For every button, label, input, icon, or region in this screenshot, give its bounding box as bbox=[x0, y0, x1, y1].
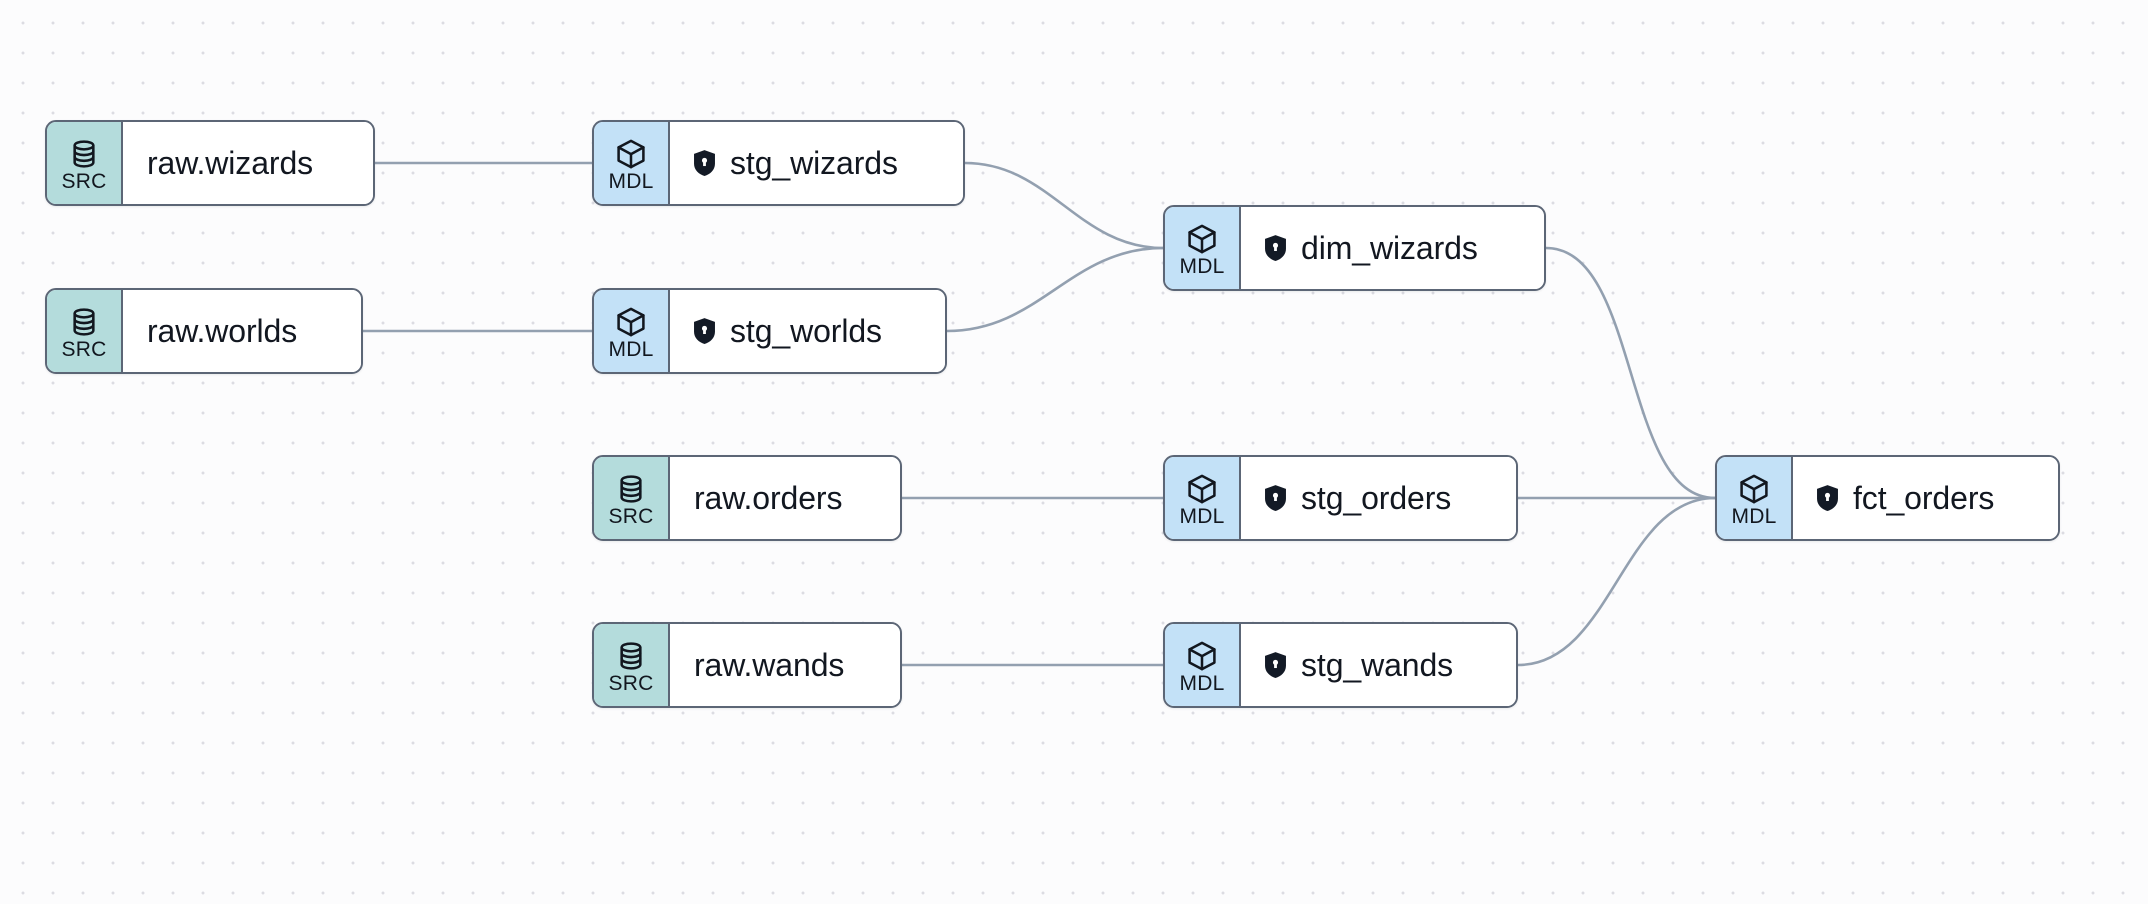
node-body: raw.wizards bbox=[123, 122, 373, 204]
shield-lock-icon bbox=[1263, 651, 1288, 679]
node-badge-src: SRC bbox=[47, 290, 123, 372]
database-icon bbox=[68, 138, 100, 170]
node-label: stg_wands bbox=[1301, 647, 1454, 683]
node-label: raw.orders bbox=[694, 480, 843, 516]
node-stg-wizards[interactable]: MDL stg_wizards bbox=[592, 120, 965, 206]
node-raw-orders[interactable]: SRC raw.orders bbox=[592, 455, 902, 541]
node-badge-mdl: MDL bbox=[594, 290, 670, 372]
shield-lock-icon bbox=[1263, 484, 1288, 512]
node-body: stg_worlds bbox=[670, 290, 945, 372]
node-label: stg_worlds bbox=[730, 313, 882, 349]
cube-icon bbox=[615, 306, 647, 338]
node-badge-mdl: MDL bbox=[1165, 207, 1241, 289]
shield-lock-icon bbox=[692, 317, 717, 345]
database-icon bbox=[615, 473, 647, 505]
node-badge-src: SRC bbox=[594, 457, 670, 539]
node-body: raw.worlds bbox=[123, 290, 361, 372]
node-stg-orders[interactable]: MDL stg_orders bbox=[1163, 455, 1518, 541]
edge-dim-wizards-to-fct-orders bbox=[1544, 246, 1717, 500]
node-kind-label: MDL bbox=[1731, 504, 1777, 528]
node-label: raw.wands bbox=[694, 647, 845, 683]
node-badge-mdl: MDL bbox=[594, 122, 670, 204]
node-kind-label: MDL bbox=[1179, 671, 1225, 695]
cube-icon bbox=[615, 138, 647, 170]
node-label: stg_orders bbox=[1301, 480, 1452, 516]
cube-icon bbox=[1186, 223, 1218, 255]
node-badge-mdl: MDL bbox=[1717, 457, 1793, 539]
node-kind-label: MDL bbox=[1179, 504, 1225, 528]
node-fct-orders[interactable]: MDL fct_orders bbox=[1715, 455, 2060, 541]
node-kind-label: SRC bbox=[608, 504, 654, 528]
edge-stg-wands-to-fct-orders bbox=[1516, 496, 1717, 667]
node-stg-worlds[interactable]: MDL stg_worlds bbox=[592, 288, 947, 374]
node-raw-wizards[interactable]: SRC raw.wizards bbox=[45, 120, 375, 206]
node-body: stg_orders bbox=[1241, 457, 1516, 539]
cube-icon bbox=[1186, 473, 1218, 505]
database-icon bbox=[68, 306, 100, 338]
node-body: raw.wands bbox=[670, 624, 900, 706]
edge-stg-wizards-to-dim-wizards bbox=[963, 161, 1165, 250]
node-body: stg_wands bbox=[1241, 624, 1516, 706]
node-kind-label: MDL bbox=[608, 169, 654, 193]
node-kind-label: SRC bbox=[61, 169, 107, 193]
shield-lock-icon bbox=[1263, 234, 1288, 262]
node-label: dim_wizards bbox=[1301, 230, 1478, 266]
node-kind-label: SRC bbox=[608, 671, 654, 695]
cube-icon bbox=[1186, 640, 1218, 672]
node-raw-worlds[interactable]: SRC raw.worlds bbox=[45, 288, 363, 374]
node-body: stg_wizards bbox=[670, 122, 963, 204]
node-label: fct_orders bbox=[1853, 480, 1995, 516]
node-body: fct_orders bbox=[1793, 457, 2058, 539]
node-badge-src: SRC bbox=[47, 122, 123, 204]
node-stg-wands[interactable]: MDL stg_wands bbox=[1163, 622, 1518, 708]
node-body: raw.orders bbox=[670, 457, 900, 539]
node-raw-wands[interactable]: SRC raw.wands bbox=[592, 622, 902, 708]
node-badge-src: SRC bbox=[594, 624, 670, 706]
node-label: raw.worlds bbox=[147, 313, 298, 349]
edge-stg-worlds-to-dim-wizards bbox=[945, 246, 1165, 333]
node-badge-mdl: MDL bbox=[1165, 457, 1241, 539]
shield-lock-icon bbox=[692, 149, 717, 177]
database-icon bbox=[615, 640, 647, 672]
node-kind-label: MDL bbox=[1179, 254, 1225, 278]
node-badge-mdl: MDL bbox=[1165, 624, 1241, 706]
node-label: raw.wizards bbox=[147, 145, 314, 181]
node-label: stg_wizards bbox=[730, 145, 898, 181]
node-dim-wizards[interactable]: MDL dim_wizards bbox=[1163, 205, 1546, 291]
cube-icon bbox=[1738, 473, 1770, 505]
node-kind-label: SRC bbox=[61, 337, 107, 361]
node-kind-label: MDL bbox=[608, 337, 654, 361]
node-body: dim_wizards bbox=[1241, 207, 1544, 289]
shield-lock-icon bbox=[1815, 484, 1840, 512]
